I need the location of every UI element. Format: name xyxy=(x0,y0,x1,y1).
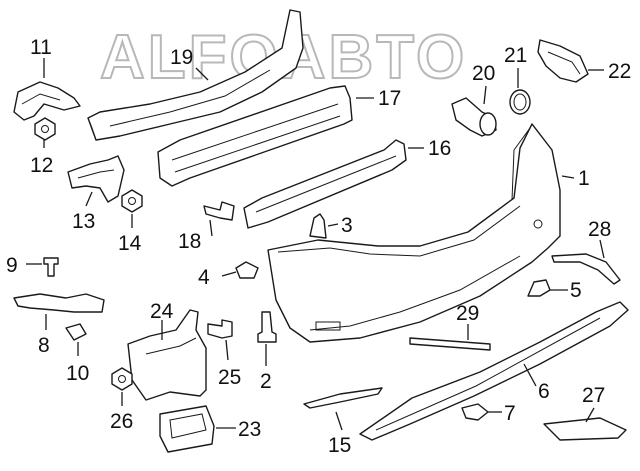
part-20-sensor xyxy=(451,97,497,137)
callout-labels: 1 2 3 4 5 6 7 8 9 10 11 12 13 14 15 16 1… xyxy=(6,36,631,457)
part-11-bracket xyxy=(13,81,81,121)
part-29-strip xyxy=(409,337,491,351)
part-16-energy-absorber xyxy=(243,139,407,229)
callout-25: 25 xyxy=(218,366,241,389)
callout-20: 20 xyxy=(472,62,495,85)
part-6-lower-diffuser xyxy=(359,301,629,441)
part-22-side-bracket xyxy=(537,39,589,83)
part-24-bracket xyxy=(127,309,207,401)
callout-19: 19 xyxy=(170,46,193,69)
part-9-screw xyxy=(43,257,59,277)
callout-22: 22 xyxy=(608,60,631,83)
callout-17: 17 xyxy=(378,87,401,110)
part-1-bumper-cover xyxy=(267,123,561,343)
part-27-cover xyxy=(543,417,627,441)
callout-7: 7 xyxy=(504,402,516,425)
callout-6: 6 xyxy=(538,380,550,403)
callout-14: 14 xyxy=(118,232,142,255)
part-21-sensor-ring xyxy=(509,89,531,115)
callout-26: 26 xyxy=(110,410,133,433)
part-3-clip xyxy=(309,213,327,239)
callout-8: 8 xyxy=(38,334,50,357)
part-28-trim-strip xyxy=(551,253,621,285)
part-14-nut xyxy=(121,189,143,213)
part-8-bracket xyxy=(13,293,105,313)
callout-9: 9 xyxy=(6,254,18,277)
part-26-nut xyxy=(111,367,133,391)
part-17-reinforcement-beam xyxy=(157,85,353,187)
callout-12: 12 xyxy=(30,154,53,177)
part-18-bolt xyxy=(203,201,235,221)
part-4-clip-nut xyxy=(235,261,259,279)
part-10-clip xyxy=(65,323,87,341)
part-13-mount-bracket xyxy=(67,155,125,203)
callout-27: 27 xyxy=(582,384,605,407)
callout-1: 1 xyxy=(578,167,590,190)
callout-21: 21 xyxy=(504,44,527,67)
callout-13: 13 xyxy=(72,210,95,233)
part-12-nut xyxy=(34,117,56,141)
leader-lines xyxy=(26,58,605,431)
part-19-upper-rail xyxy=(87,9,304,141)
callout-11: 11 xyxy=(30,36,52,59)
part-5-plug xyxy=(527,279,551,297)
part-7-clip xyxy=(461,403,489,421)
callout-15: 15 xyxy=(328,434,351,457)
callout-29: 29 xyxy=(456,302,479,325)
callout-5: 5 xyxy=(570,279,582,302)
part-25-bolt xyxy=(207,319,233,339)
callout-28: 28 xyxy=(588,218,611,241)
part-15-trim xyxy=(303,387,383,409)
callout-18: 18 xyxy=(178,230,201,253)
callout-3: 3 xyxy=(341,214,353,237)
part-23-frame-bracket xyxy=(159,405,215,453)
callout-24: 24 xyxy=(150,300,174,323)
callout-2: 2 xyxy=(260,370,272,393)
part-2-bolt xyxy=(257,311,277,343)
callout-10: 10 xyxy=(66,362,89,385)
callout-16: 16 xyxy=(428,137,451,160)
callout-23: 23 xyxy=(238,418,261,441)
callout-4: 4 xyxy=(198,266,210,289)
